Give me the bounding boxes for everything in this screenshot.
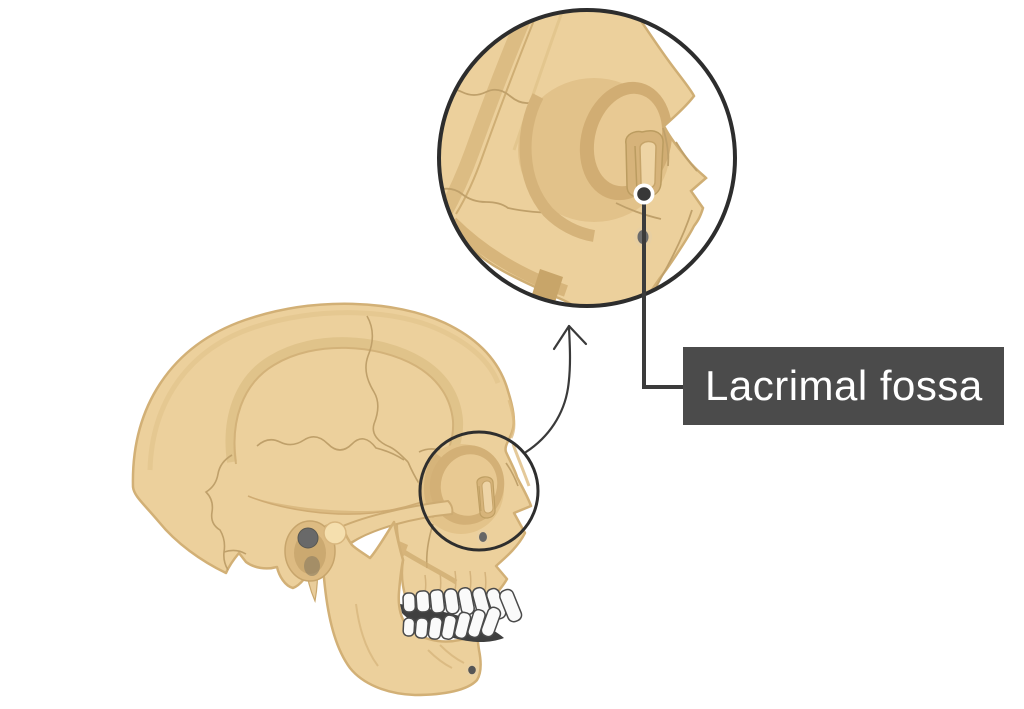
magnified-orbit-view bbox=[439, 10, 735, 306]
temporal-line-band bbox=[225, 337, 464, 469]
mandibular-condyle bbox=[323, 521, 347, 545]
lacrimal-groove-inner bbox=[481, 480, 494, 514]
occipitomastoid-suture bbox=[223, 549, 247, 555]
nasal-ridge-line2 bbox=[511, 443, 531, 487]
orbit-zoom-indicator-circle bbox=[418, 430, 540, 552]
upper-teeth bbox=[402, 586, 523, 623]
coronal-suture bbox=[365, 315, 409, 463]
ear-canal-shadow bbox=[304, 556, 320, 576]
lacrimal-fossa-inner bbox=[639, 140, 657, 190]
zygomaticofacial-foramen bbox=[476, 529, 490, 545]
label-text: Lacrimal fossa bbox=[705, 362, 983, 409]
inset-circle-outline bbox=[437, 8, 737, 308]
label-box-lacrimal-fossa: Lacrimal fossa bbox=[683, 347, 1004, 425]
mental-foramen bbox=[466, 663, 478, 677]
infratemporal-shading bbox=[402, 549, 458, 585]
main-skull bbox=[131, 302, 533, 697]
ear-region bbox=[284, 520, 347, 582]
nasal-ridge-line bbox=[507, 399, 516, 439]
nasal-suture bbox=[505, 462, 519, 487]
teeth bbox=[402, 586, 523, 640]
dome-inner-shading bbox=[147, 310, 501, 471]
squamosal-suture bbox=[256, 436, 405, 461]
connector-line bbox=[642, 200, 683, 389]
mandible-oblique-lines bbox=[355, 603, 465, 669]
lower-teeth bbox=[402, 606, 502, 640]
lacrimal-fossa-marker-dot bbox=[633, 183, 655, 205]
external-acoustic-meatus bbox=[297, 527, 319, 549]
curved-arrow-to-inset bbox=[524, 324, 588, 454]
temporal-line-edge bbox=[233, 346, 455, 465]
